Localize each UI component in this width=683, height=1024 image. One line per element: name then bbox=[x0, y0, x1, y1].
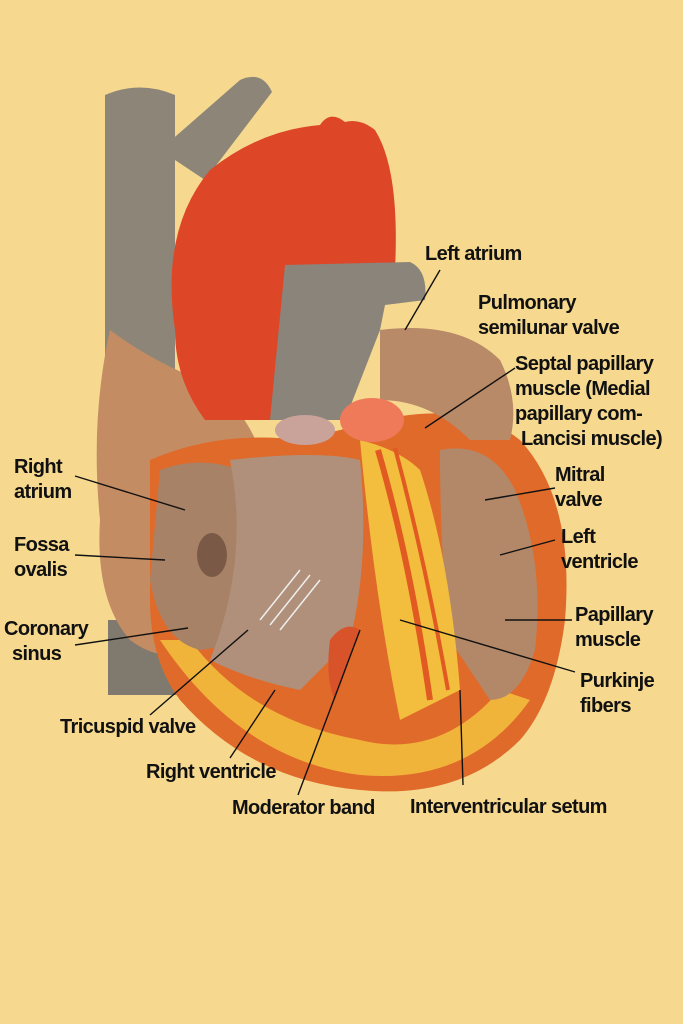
left-atrium-wall bbox=[380, 328, 514, 440]
aorta bbox=[171, 116, 396, 421]
label-tricuspid-valve: Tricuspid valve bbox=[60, 716, 196, 738]
label-line: sinus bbox=[12, 643, 62, 665]
outer-myocardium bbox=[160, 640, 530, 777]
label-mitral-valve: Mitral valve bbox=[555, 463, 605, 513]
brachiocephalic-vessel bbox=[160, 76, 272, 180]
label-line: ovalis bbox=[14, 559, 68, 581]
label-septal-papillary: Septal papillary muscle (Medial papillary … bbox=[515, 352, 663, 452]
label-line: valve bbox=[555, 489, 603, 511]
label-purkinje-fibers: Purkinje fibers bbox=[580, 669, 655, 719]
label-line: Left bbox=[561, 526, 596, 548]
septum-stripe bbox=[393, 447, 450, 691]
label-line: ventricle bbox=[561, 551, 638, 573]
label-left-atrium: Left atrium bbox=[425, 243, 522, 265]
label-fossa-ovalis: Fossa ovalis bbox=[14, 533, 69, 583]
label-moderator-band: Moderator band bbox=[232, 797, 375, 819]
label-interventricular-septum: Interventricular setum bbox=[410, 796, 607, 818]
label-line: Purkinje bbox=[580, 670, 655, 692]
label-right-atrium: Right atrium bbox=[14, 455, 72, 505]
moderator-band bbox=[328, 626, 360, 700]
fossa-ovalis bbox=[197, 533, 227, 577]
label-coronary-sinus: Coronary sinus bbox=[4, 617, 89, 667]
label-line: Lancisi muscle) bbox=[521, 428, 663, 450]
label-line: Fossa bbox=[14, 534, 69, 556]
label-line: muscle (Medial bbox=[515, 378, 651, 400]
right-ventricle-cavity bbox=[210, 455, 364, 690]
pulmonary-valve bbox=[340, 398, 404, 442]
leader-lines bbox=[74, 269, 576, 796]
label-line: Coronary bbox=[4, 618, 89, 640]
label-pulmonary-valve: Pulmonary semilunar valve bbox=[478, 291, 620, 341]
label-line: Pulmonary bbox=[478, 292, 577, 314]
superior-vena-cava bbox=[105, 87, 175, 380]
label-line: Septal papillary bbox=[515, 353, 654, 375]
label-line: semilunar valve bbox=[478, 317, 620, 339]
label-papillary-muscle: Papillary muscle bbox=[575, 603, 654, 653]
label-line: Right bbox=[14, 456, 63, 478]
label-line: Papillary bbox=[575, 604, 654, 626]
label-left-ventricle: Left ventricle bbox=[561, 525, 638, 575]
chordae bbox=[259, 569, 321, 631]
label-line: muscle bbox=[575, 629, 641, 651]
pulmonary-trunk bbox=[270, 262, 426, 420]
label-line: fibers bbox=[580, 695, 631, 717]
label-line: papillary com- bbox=[515, 403, 643, 425]
label-line: Mitral bbox=[555, 464, 605, 486]
septum-stripe bbox=[375, 449, 433, 701]
aortic-valve bbox=[275, 415, 335, 445]
label-right-ventricle: Right ventricle bbox=[146, 761, 277, 783]
label-line: atrium bbox=[14, 481, 72, 503]
left-ventricle-cavity bbox=[440, 448, 538, 700]
